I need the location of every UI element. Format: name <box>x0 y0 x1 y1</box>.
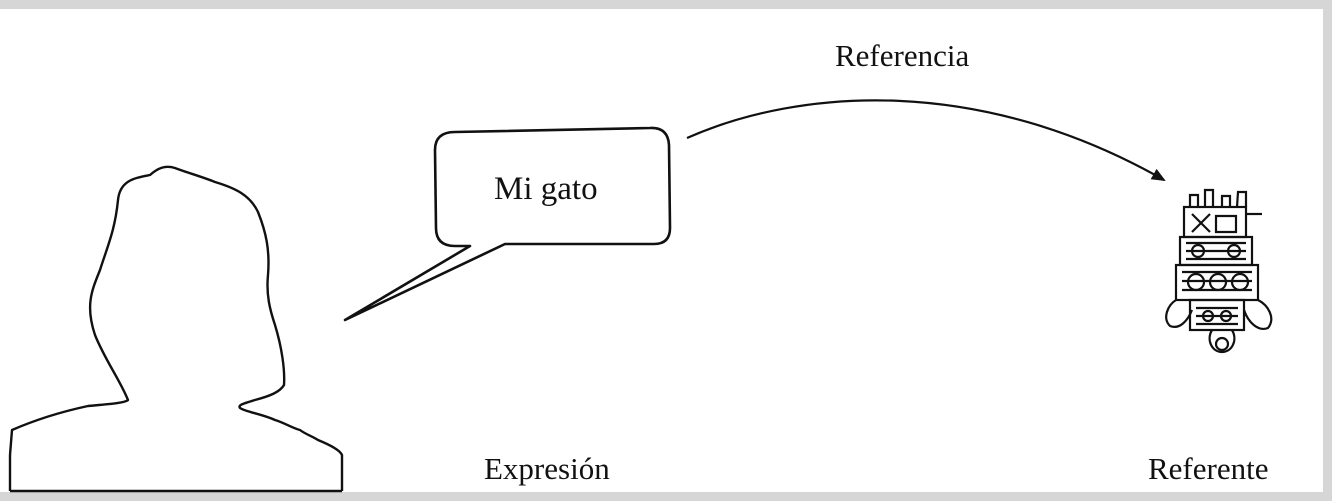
referent-label: Referente <box>1148 451 1269 486</box>
cat-figure-icon <box>1165 188 1273 354</box>
expression-label: Expresión <box>484 451 610 486</box>
person-silhouette-icon <box>8 165 344 493</box>
speech-bubble-text: Mi gato <box>494 171 598 207</box>
speech-bubble <box>343 126 672 322</box>
reference-arrow <box>686 99 1166 181</box>
reference-label: Referencia <box>835 38 970 73</box>
